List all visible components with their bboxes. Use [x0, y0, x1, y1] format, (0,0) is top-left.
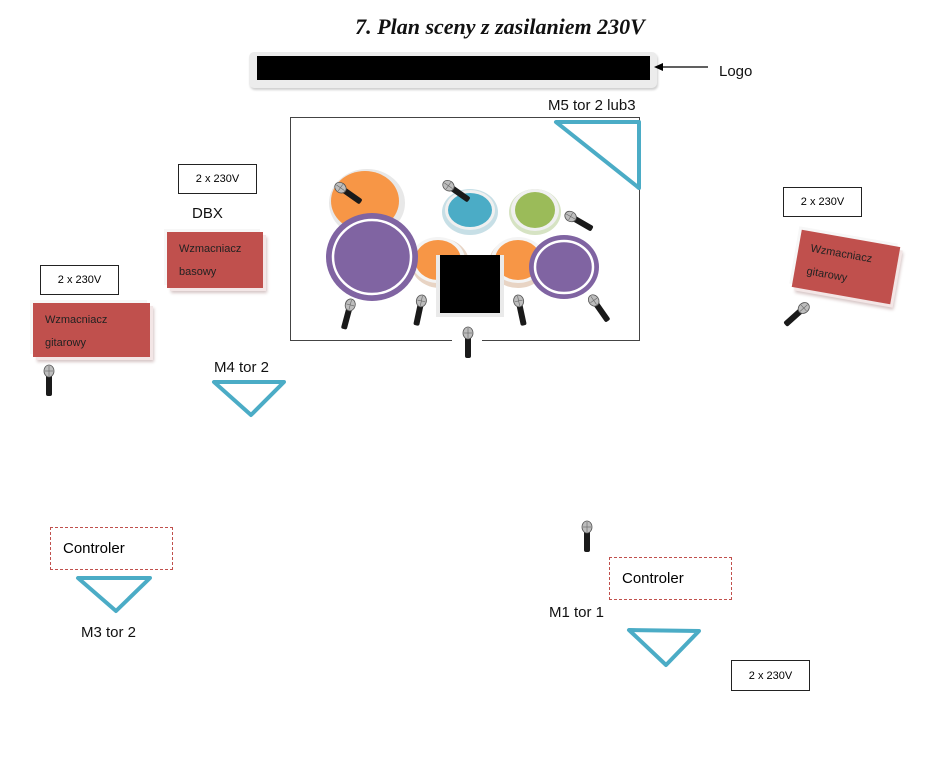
- bass-amp: Wzmacniacz basowy: [167, 232, 263, 288]
- monitor-wedge-m3[interactable]: [74, 574, 156, 616]
- arrow-left-icon: [654, 63, 708, 71]
- guitar-amp-right: Wzmacniacz gitarowy: [791, 229, 901, 305]
- logo-banner: [257, 56, 650, 80]
- monitor-wedge-m4[interactable]: [210, 378, 290, 420]
- amp-label-line2: basowy: [179, 266, 217, 278]
- monitor-m1-label: M1 tor 1: [549, 604, 605, 621]
- monitor-m4-label: M4 tor 2: [214, 359, 270, 376]
- page-title: 7. Plan sceny z zasilaniem 230V: [355, 14, 645, 39]
- controler-right: Controler: [609, 557, 732, 600]
- drum-floor-tom-purple: [529, 235, 599, 299]
- drum-hi-tom-blue: [442, 189, 498, 235]
- logo-label: Logo: [719, 63, 753, 80]
- drum-stool: [436, 255, 504, 317]
- monitor-wedge-m1[interactable]: [624, 625, 704, 670]
- guitar-amp-left: Wzmacniacz gitarowy: [33, 303, 150, 357]
- microphone-icon: [781, 299, 812, 329]
- power-box-m1: 2 x 230V: [731, 660, 810, 691]
- power-box-guitar-left: 2 x 230V: [40, 265, 119, 295]
- controler-left: Controler: [50, 527, 173, 570]
- power-box-bass: 2 x 230V: [178, 164, 257, 194]
- amp-label-line1: Wzmacniacz: [179, 243, 242, 255]
- drum-hi-tom-green: [509, 189, 561, 235]
- drum-bass-purple: [326, 213, 418, 301]
- microphone-icon: [43, 364, 55, 397]
- monitor-m3-label: M3 tor 2: [81, 624, 137, 641]
- monitor-wedge-m5[interactable]: [550, 118, 645, 193]
- monitor-m5-label: M5 tor 2 lub3: [548, 97, 636, 114]
- power-box-guitar-right: 2 x 230V: [783, 187, 862, 217]
- amp-label-line1: Wzmacniacz: [45, 314, 108, 326]
- amp-label-line2: gitarowy: [45, 337, 86, 349]
- dbx-label: DBX: [192, 205, 223, 222]
- drum-kit: [326, 169, 599, 317]
- microphone-icon: [581, 520, 593, 553]
